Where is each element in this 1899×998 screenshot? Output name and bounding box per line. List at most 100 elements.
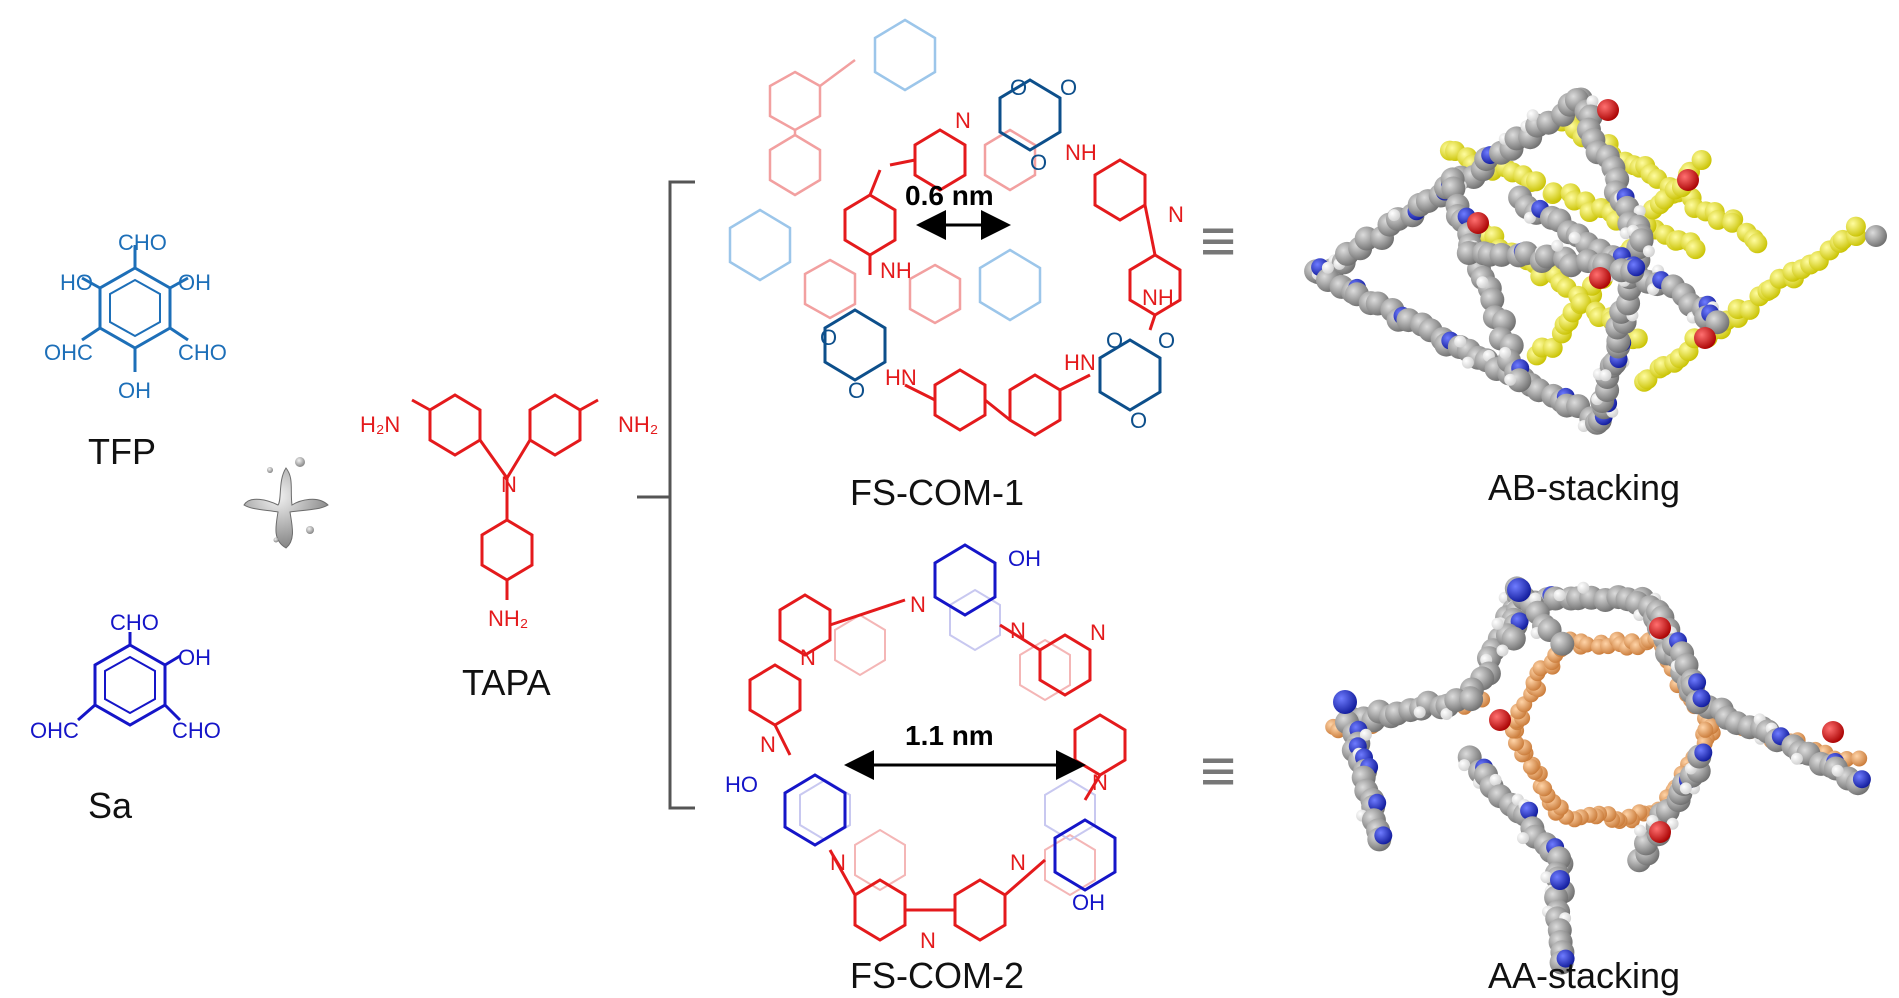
tfp-oh-right: OH: [178, 270, 211, 295]
hydrogen-atom: [1551, 239, 1564, 252]
hydrogen-atom: [1499, 346, 1512, 359]
fs2-n-4: N: [1090, 620, 1106, 645]
sa-cho-top: CHO: [110, 610, 159, 635]
carbon-atom: [1550, 631, 1575, 656]
oxygen-atom: [1677, 169, 1699, 191]
tapa-nh2-bottom: NH₂: [488, 606, 528, 631]
ab-stacking-label: AB-stacking: [1488, 467, 1680, 508]
hydrogen-atom: [1476, 276, 1489, 289]
layer-atom: [1685, 239, 1706, 260]
branch-bracket: [637, 180, 695, 810]
hydrogen-atom: [1679, 782, 1692, 795]
oxygen-atom: [1649, 617, 1671, 639]
hydrogen-atom: [1440, 708, 1453, 720]
fs1-n-2: N: [1168, 202, 1184, 227]
hydrogen-atom: [1496, 644, 1509, 657]
fs1-o-8: O: [1130, 408, 1147, 433]
fs2-n-5: N: [760, 732, 776, 757]
tfp-oh-bottom: OH: [118, 378, 151, 403]
tfp-cho-right: CHO: [178, 340, 227, 365]
fs-com-2-structure: [748, 543, 1127, 942]
tfp-label: TFP: [88, 431, 156, 472]
layer-atom: [1691, 150, 1712, 170]
nitrogen-atom: [1550, 870, 1570, 890]
oxygen-atom: [1822, 721, 1844, 743]
layer-atom: [1536, 780, 1553, 797]
hydrogen-atom: [1526, 109, 1539, 122]
fs1-nh-1: NH: [1065, 140, 1097, 165]
fs1-o-7: O: [1158, 328, 1175, 353]
carbon-atom: [1534, 244, 1559, 269]
fs-com-1-atom-labels: NH NH NH HN HN O O O O O O O O N N: [820, 75, 1184, 433]
layer-atom: [1543, 182, 1564, 203]
oxygen-atom: [1597, 99, 1619, 121]
layer-atom: [1526, 171, 1546, 192]
tapa-nh2-left: H₂N: [360, 412, 400, 437]
nitrogen-atom: [1692, 689, 1711, 708]
hydrogen-atom: [1577, 581, 1590, 594]
hydrogen-atom: [1489, 773, 1502, 786]
fs1-o-1: O: [1010, 75, 1027, 100]
layer-atom: [1697, 721, 1714, 738]
fs2-n-9: N: [1010, 850, 1026, 875]
fs2-n-8: N: [920, 928, 936, 953]
carbon-atom: [1489, 242, 1514, 267]
carbon-atom: [1705, 310, 1730, 335]
layer-atom: [1522, 758, 1539, 775]
sa-oh: OH: [178, 645, 211, 670]
hydrogen-atom: [1568, 231, 1581, 244]
nitrogen-atom: [1852, 770, 1871, 789]
fs2-n-7: N: [830, 850, 846, 875]
fs1-nh-3: NH: [880, 258, 912, 283]
fs2-oh-bottom: OH: [1072, 890, 1105, 915]
sa-structure: CHO OH OHC CHO Sa: [30, 610, 221, 826]
fs-com-1-label: FS-COM-1: [850, 472, 1024, 513]
nitrogen-atom: [1556, 949, 1575, 968]
hydrogen-atom: [1790, 752, 1803, 765]
fs1-o-6: O: [1106, 328, 1123, 353]
sa-label: Sa: [88, 785, 133, 826]
hydrogen-atom: [1413, 706, 1426, 719]
hydrogen-atom: [1642, 245, 1655, 258]
equiv-symbol-1: ≡: [1200, 207, 1236, 276]
tfp-cho-left: OHC: [44, 340, 93, 365]
fs1-n-1: N: [955, 108, 971, 133]
hydrogen-atom: [1540, 871, 1553, 884]
fs1-o-3: O: [1030, 150, 1047, 175]
fs2-ho-left: HO: [725, 772, 758, 797]
fs-com-2-label: FS-COM-2: [850, 955, 1024, 996]
nitrogen-atom: [1507, 578, 1531, 602]
carbon-atom: [1507, 368, 1532, 393]
carbon-atom: [1865, 225, 1887, 247]
water-drop-icon: [243, 457, 329, 549]
layer-atom: [1722, 212, 1743, 233]
hydrogen-atom: [1634, 824, 1646, 837]
hydrogen-atom: [1458, 759, 1471, 772]
layer-atom: [1627, 328, 1648, 349]
hydrogen-atom: [1523, 211, 1536, 224]
aa-stacking-model: [1325, 576, 1871, 975]
tfp-oh-left: HO: [60, 270, 93, 295]
hydrogen-atom: [1517, 832, 1529, 845]
oxygen-atom: [1489, 709, 1511, 731]
hydrogen-atom: [1454, 335, 1467, 348]
nitrogen-atom: [1688, 673, 1707, 692]
oxygen-atom: [1589, 267, 1611, 289]
fs-com-2-atom-labels: N N N N N N N N N OH HO OH: [725, 546, 1108, 953]
tapa-nh2-right: NH₂: [618, 412, 658, 437]
tfp-cho-top: CHO: [118, 230, 167, 255]
layer-atom: [1747, 233, 1768, 254]
layer-atom: [1578, 636, 1595, 653]
fs1-o-2: O: [1060, 75, 1077, 100]
equiv-symbol-2: ≡: [1200, 737, 1236, 806]
hydrogen-atom: [1359, 728, 1372, 741]
nitrogen-atom: [1627, 258, 1646, 277]
hydrogen-atom: [1388, 209, 1401, 222]
hydrogen-atom: [1461, 356, 1474, 369]
fs2-n-3: N: [800, 645, 816, 670]
oxygen-atom: [1467, 212, 1489, 234]
hydrogen-atom: [1831, 764, 1844, 777]
fs1-hn-1: HN: [885, 365, 917, 390]
sa-cho-left: OHC: [30, 718, 79, 743]
